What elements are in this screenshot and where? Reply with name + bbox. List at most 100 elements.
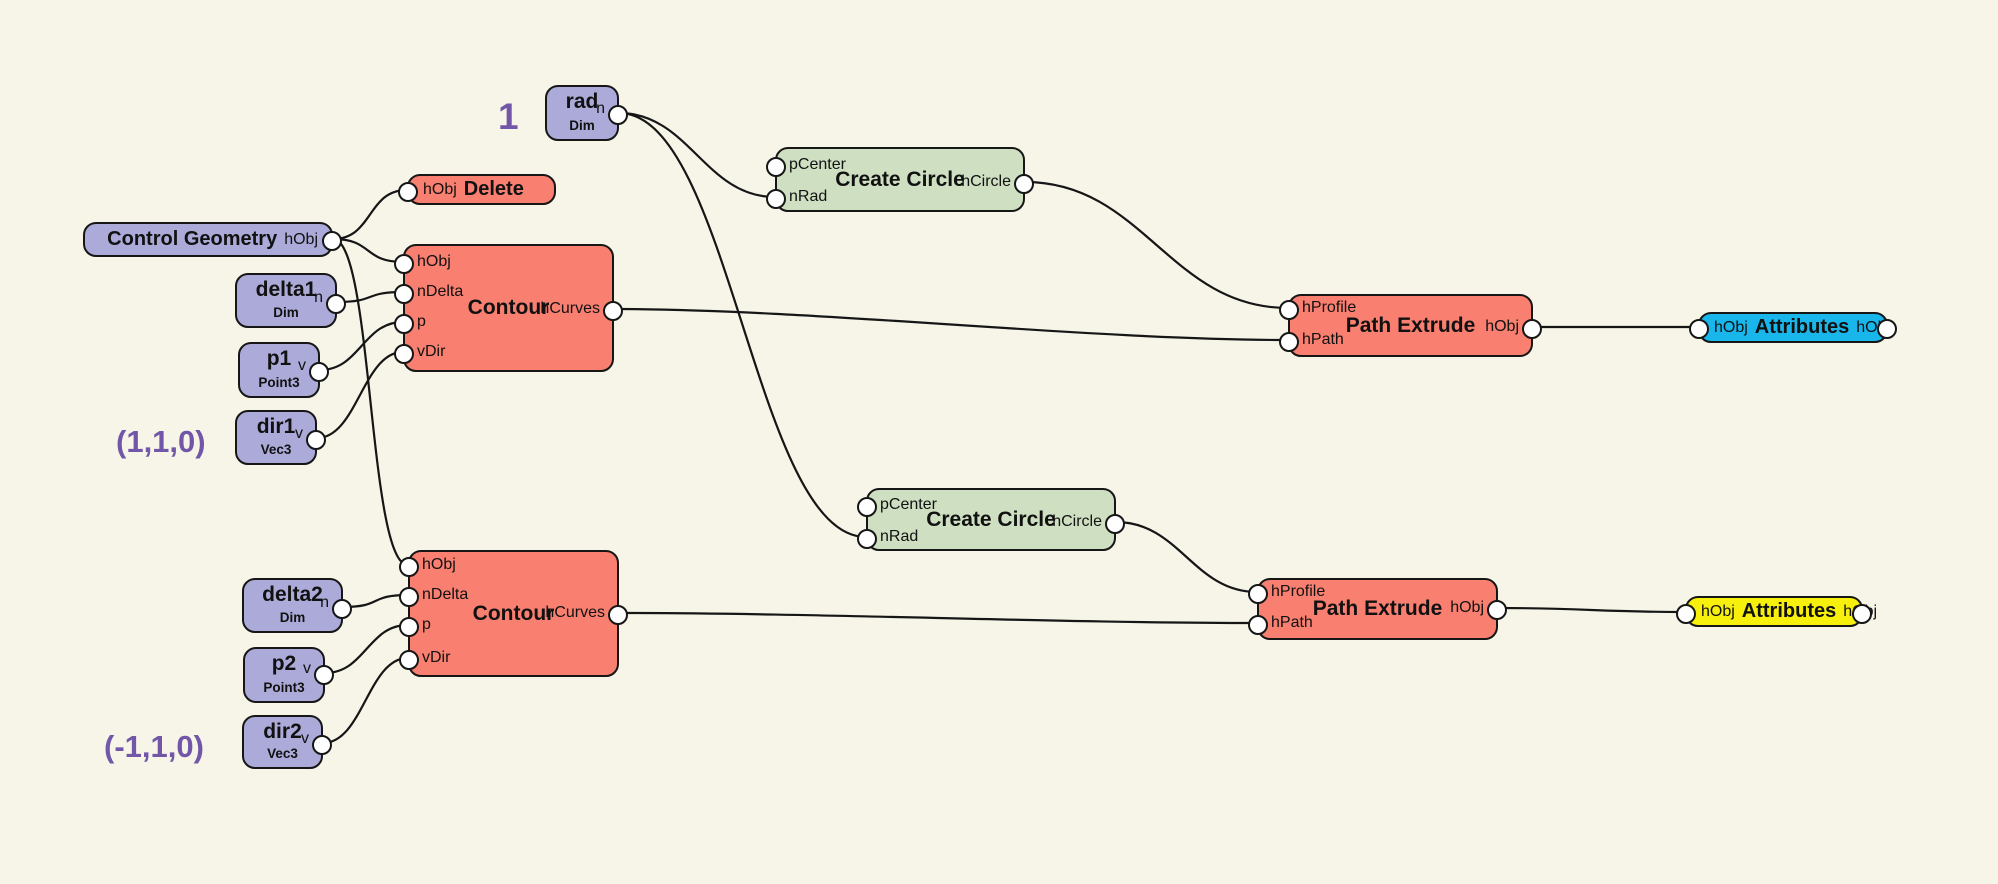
port-label-v: v bbox=[301, 730, 309, 747]
wire-contour1.hCurves-to-path_extrude1.hPath[interactable] bbox=[612, 307, 1290, 342]
port-label-n: n bbox=[320, 594, 329, 611]
node-subtitle: Point3 bbox=[263, 680, 305, 695]
port-vDir-input[interactable] bbox=[394, 344, 414, 364]
port-label-n: n bbox=[596, 100, 605, 117]
wire-create_circle2.hCircle-to-path_extrude2.hProfile[interactable] bbox=[1114, 520, 1259, 594]
annotation-dir2-value: (-1,1,0) bbox=[104, 729, 204, 764]
port-v-output[interactable] bbox=[309, 362, 329, 382]
port-hProfile-input[interactable] bbox=[1279, 300, 1299, 320]
port-label-pCenter: pCenter bbox=[789, 156, 846, 173]
node-title: Create Circle bbox=[835, 167, 965, 191]
port-label-hCurves: hCurves bbox=[540, 300, 600, 317]
wire-dir1.v-to-contour1.vDir[interactable] bbox=[315, 350, 405, 440]
port-pCenter-input[interactable] bbox=[857, 497, 877, 517]
wire-p1.v-to-contour1.p[interactable] bbox=[318, 320, 405, 372]
port-n-output[interactable] bbox=[608, 105, 628, 125]
port-hObj-input[interactable] bbox=[1689, 319, 1709, 339]
wire-p2.v-to-contour2.p[interactable] bbox=[323, 623, 410, 675]
port-label-hProfile: hProfile bbox=[1271, 583, 1326, 600]
port-hProfile-input[interactable] bbox=[1248, 584, 1268, 604]
annotation-dir1-value: (1,1,0) bbox=[116, 424, 206, 459]
port-label-hPath: hPath bbox=[1302, 331, 1344, 348]
port-hCurves-output[interactable] bbox=[608, 605, 628, 625]
wire-control_geometry.hObj-to-contour1.hObj[interactable] bbox=[331, 237, 405, 264]
node-title: delta2 bbox=[262, 583, 323, 606]
port-hObj-output[interactable] bbox=[1852, 604, 1872, 624]
port-hObj-output[interactable] bbox=[1487, 600, 1507, 620]
port-label-vDir: vDir bbox=[417, 343, 446, 360]
port-hObj-output[interactable] bbox=[1522, 319, 1542, 339]
port-hCurves-output[interactable] bbox=[603, 301, 623, 321]
node-title: dir2 bbox=[263, 720, 302, 743]
node-subtitle: Dim bbox=[279, 610, 306, 625]
port-hObj-output[interactable] bbox=[322, 231, 342, 251]
node-subtitle: Vec3 bbox=[267, 746, 298, 761]
port-p-input[interactable] bbox=[394, 314, 414, 334]
port-n-output[interactable] bbox=[326, 294, 346, 314]
port-nDelta-input[interactable] bbox=[399, 587, 419, 607]
port-label-nDelta: nDelta bbox=[422, 586, 469, 603]
port-hCircle-output[interactable] bbox=[1014, 174, 1034, 194]
wire-contour2.hCurves-to-path_extrude2.hPath[interactable] bbox=[617, 611, 1259, 625]
port-hPath-input[interactable] bbox=[1279, 332, 1299, 352]
wire-rad.n-to-create_circle2.nRad[interactable] bbox=[617, 111, 868, 539]
wire-delta1.n-to-contour1.nDelta[interactable] bbox=[335, 290, 405, 304]
port-hObj-input[interactable] bbox=[398, 182, 418, 202]
node-title: Control Geometry bbox=[107, 228, 278, 250]
port-label-hObj: hObj bbox=[1485, 318, 1519, 335]
port-hObj-output[interactable] bbox=[1877, 319, 1897, 339]
port-hPath-input[interactable] bbox=[1248, 615, 1268, 635]
port-label-pCenter: pCenter bbox=[880, 496, 937, 513]
port-label-v: v bbox=[303, 660, 311, 677]
node-subtitle: Dim bbox=[273, 305, 299, 320]
port-hObj-input[interactable] bbox=[399, 557, 419, 577]
port-label-v: v bbox=[298, 357, 306, 374]
node-subtitle: Dim bbox=[569, 118, 595, 133]
port-hCircle-output[interactable] bbox=[1105, 514, 1125, 534]
port-hObj-input[interactable] bbox=[394, 254, 414, 274]
wire-control_geometry.hObj-to-contour2.hObj[interactable] bbox=[331, 237, 410, 567]
port-nDelta-input[interactable] bbox=[394, 284, 414, 304]
node-title: p2 bbox=[271, 652, 297, 675]
wire-control_geometry.hObj-to-delete.hObj[interactable] bbox=[331, 188, 409, 241]
node-title: delta1 bbox=[255, 278, 317, 301]
port-vDir-input[interactable] bbox=[399, 650, 419, 670]
port-v-output[interactable] bbox=[314, 665, 334, 685]
port-label-nDelta: nDelta bbox=[417, 283, 464, 300]
port-label-hPath: hPath bbox=[1271, 614, 1313, 631]
port-label-hCircle: hCircle bbox=[1052, 513, 1102, 530]
wire-delta2.n-to-contour2.nDelta[interactable] bbox=[341, 593, 410, 609]
port-p-input[interactable] bbox=[399, 617, 419, 637]
port-n-output[interactable] bbox=[332, 599, 352, 619]
port-label-v: v bbox=[295, 425, 303, 442]
port-pCenter-input[interactable] bbox=[766, 157, 786, 177]
port-v-output[interactable] bbox=[312, 735, 332, 755]
wire-create_circle1.hCircle-to-path_extrude1.hProfile[interactable] bbox=[1023, 180, 1290, 310]
wire-path_extrude2.hObj-to-attributes2.hObj[interactable] bbox=[1496, 606, 1687, 614]
wire-rad.n-to-create_circle1.nRad[interactable] bbox=[617, 111, 777, 199]
wire-dir2.v-to-contour2.vDir[interactable] bbox=[321, 656, 410, 745]
port-nRad-input[interactable] bbox=[857, 529, 877, 549]
port-v-output[interactable] bbox=[306, 430, 326, 450]
port-nRad-input[interactable] bbox=[766, 189, 786, 209]
port-hObj-input[interactable] bbox=[1676, 604, 1696, 624]
